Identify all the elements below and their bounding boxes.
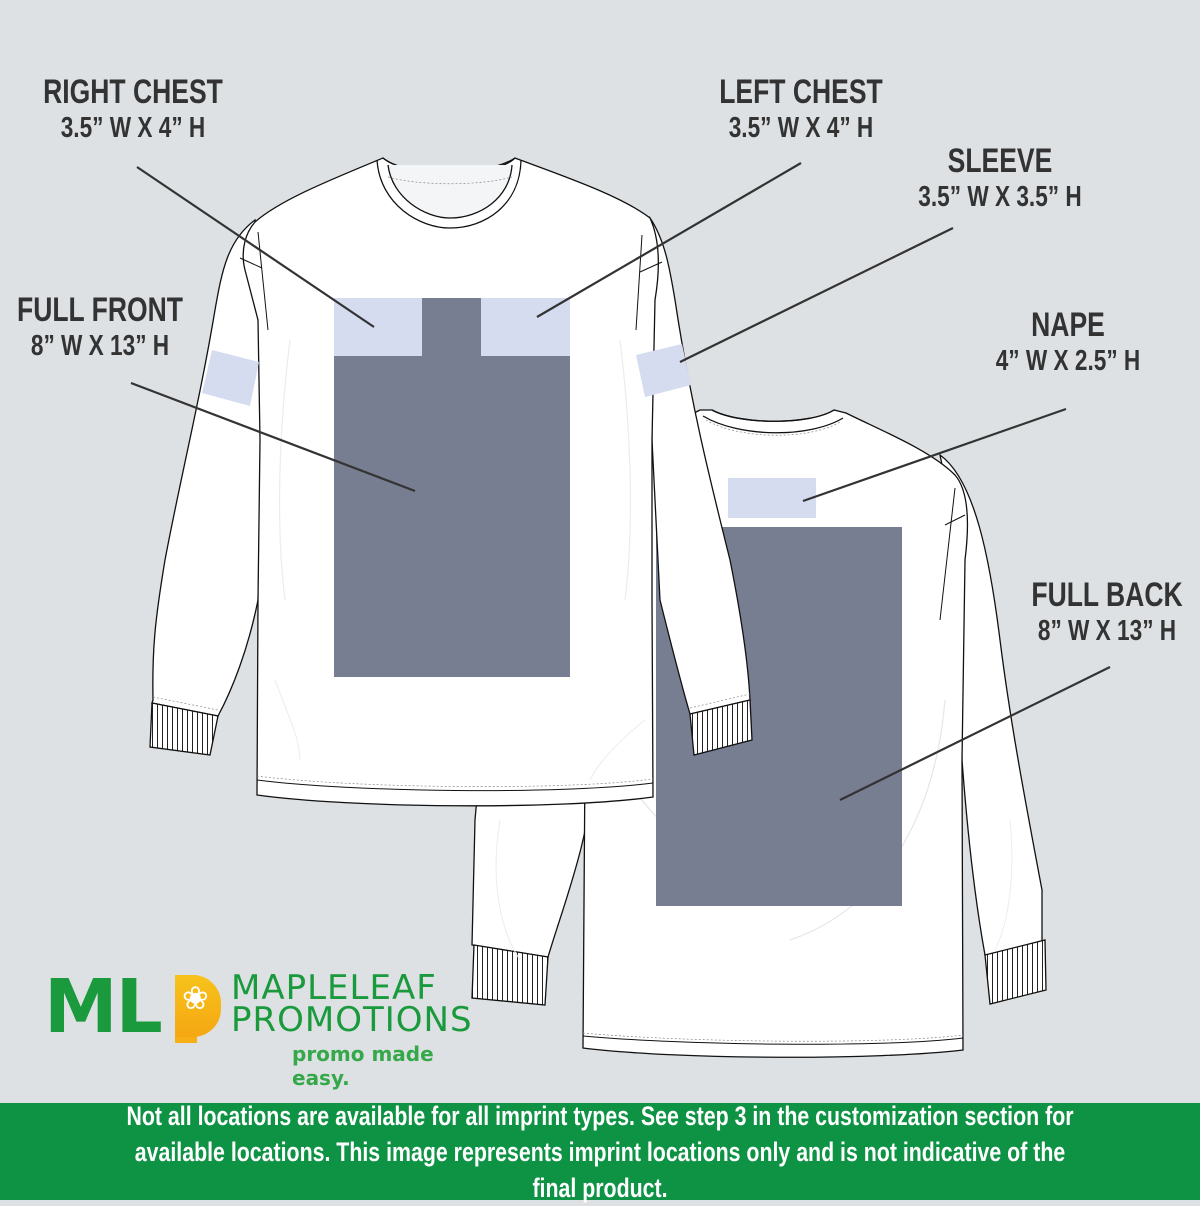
full-back-title: FULL BACK: [1010, 578, 1200, 612]
nape-dims: 4” W X 2.5” H: [971, 347, 1166, 376]
full-back-label: FULL BACK 8” W X 13” H: [982, 578, 1200, 646]
sleeve-leader: [680, 228, 953, 362]
nape-label: NAPE 4” W X 2.5” H: [943, 308, 1193, 376]
sleeve-label: SLEEVE 3.5” W X 3.5” H: [875, 144, 1125, 212]
left-chest-title: LEFT CHEST: [704, 75, 899, 109]
right-chest-title: RIGHT CHEST: [36, 75, 231, 109]
full-front-dims: 8” W X 13” H: [3, 332, 198, 361]
sleeve-title: SLEEVE: [903, 144, 1098, 178]
logo-name-line2: PROMOTIONS: [231, 1004, 473, 1036]
logo-mark-text: ML: [44, 970, 161, 1044]
maple-leaf-icon: ❀: [182, 982, 209, 1014]
disclaimer-text: Not all locations are available for all …: [126, 1098, 1074, 1206]
logo-name: MAPLELEAF PROMOTIONS: [231, 972, 473, 1036]
full-back-dims: 8” W X 13” H: [1010, 617, 1200, 646]
logo-tagline: promo made easy.: [292, 1042, 474, 1090]
right-chest-label: RIGHT CHEST 3.5” W X 4” H: [8, 75, 258, 143]
full-front-label: FULL FRONT 8” W X 13” H: [0, 293, 225, 361]
right-chest-print-area: [334, 298, 422, 356]
full-front-title: FULL FRONT: [3, 293, 198, 327]
nape-title: NAPE: [971, 308, 1166, 342]
left-chest-label: LEFT CHEST 3.5” W X 4” H: [676, 75, 926, 143]
brand-logo: ML ❀ MAPLELEAF PROMOTIONS promo made eas…: [44, 968, 474, 1078]
sleeve-dims: 3.5” W X 3.5” H: [903, 183, 1098, 212]
left-chest-dims: 3.5” W X 4” H: [704, 114, 899, 143]
right-chest-dims: 3.5” W X 4” H: [36, 114, 231, 143]
nape-print-area: [728, 478, 816, 518]
disclaimer-footer: Not all locations are available for all …: [0, 1103, 1200, 1200]
